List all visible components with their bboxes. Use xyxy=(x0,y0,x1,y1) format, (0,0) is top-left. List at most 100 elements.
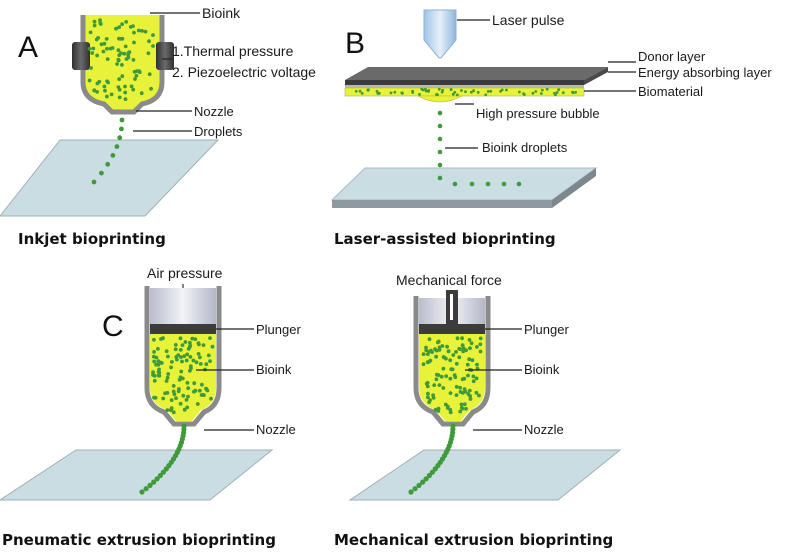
cell-dot xyxy=(149,86,154,91)
laser-panel: B Laser pulse Donor layer Energy absorbi… xyxy=(330,9,772,248)
droplet-dot xyxy=(469,181,475,187)
panel-label-c: C xyxy=(102,310,124,343)
pneumatic-barrel xyxy=(150,288,216,324)
droplet-dot xyxy=(99,170,104,176)
droplet-dot xyxy=(117,135,123,141)
cell-dot xyxy=(427,349,431,354)
cell-dot xyxy=(120,22,124,27)
cell-dot xyxy=(435,93,438,96)
label-thermal-pressure: 1.Thermal pressure xyxy=(172,43,294,59)
cell-dot xyxy=(189,366,193,370)
cell-dot xyxy=(164,349,169,354)
cell-dot xyxy=(131,87,136,92)
cell-dot xyxy=(177,377,182,382)
laser-droplets xyxy=(437,110,522,187)
cell-dot xyxy=(152,359,157,364)
cell-dot xyxy=(178,336,183,341)
cell-dot xyxy=(486,90,490,93)
cell-dot xyxy=(119,51,123,56)
label-mech-bioink: Bioink xyxy=(524,362,560,377)
cell-dot xyxy=(156,347,160,351)
inkjet-cartridge xyxy=(72,15,174,115)
label-air-pressure: Air pressure xyxy=(147,265,223,281)
cell-dot xyxy=(92,23,97,28)
label-pneu-bioink: Bioink xyxy=(256,362,292,377)
panel-label-a: A xyxy=(18,31,38,64)
cell-dot xyxy=(95,81,100,86)
cell-dot xyxy=(98,18,102,22)
pneumatic-panel: Air pressure Plunger Bioink Nozzle Pneum… xyxy=(0,265,301,549)
cell-dot xyxy=(179,369,184,374)
cell-dot xyxy=(101,49,106,54)
cell-dot xyxy=(198,362,203,366)
cell-dot xyxy=(186,386,191,391)
cell-dot xyxy=(180,359,184,364)
cell-dot xyxy=(441,386,446,390)
cell-dot xyxy=(151,33,155,37)
inkjet-panel: A Bioink 1.Thermal pressure 2. Piezoelec… xyxy=(0,5,316,248)
cell-dot xyxy=(147,39,151,44)
cell-dot xyxy=(489,89,493,93)
cell-dot xyxy=(467,357,472,362)
cell-dot xyxy=(92,19,97,24)
cell-dot xyxy=(460,391,465,395)
cell-dot xyxy=(455,93,459,97)
cell-dot xyxy=(484,93,488,97)
cell-dot xyxy=(190,336,195,341)
cell-dot xyxy=(466,392,471,396)
cell-dot xyxy=(421,352,426,357)
biomaterial-cells xyxy=(354,87,577,97)
cell-dot xyxy=(539,92,543,95)
cell-dot xyxy=(418,93,421,96)
strand-dot xyxy=(408,489,414,495)
cell-dot xyxy=(114,26,118,31)
right-actuator xyxy=(156,42,174,70)
cell-dot xyxy=(191,358,196,363)
strand-dot xyxy=(154,476,160,482)
cell-dot xyxy=(188,340,192,345)
cell-dot xyxy=(158,360,163,365)
cell-dot xyxy=(102,41,107,46)
cell-dot xyxy=(458,409,463,414)
cell-dot xyxy=(184,398,189,402)
cell-dot xyxy=(426,391,430,396)
strand-dot xyxy=(157,472,163,479)
cell-dot xyxy=(185,352,190,357)
label-inkjet-droplets: Droplets xyxy=(194,124,243,139)
droplet-dot xyxy=(437,149,443,155)
cell-dot xyxy=(209,396,213,401)
cell-dot xyxy=(358,89,362,93)
cell-dot xyxy=(169,406,174,410)
cell-dot xyxy=(140,29,144,33)
cell-dot xyxy=(102,84,107,89)
cell-dot xyxy=(174,355,179,359)
cell-dot xyxy=(123,90,128,95)
cell-dot xyxy=(477,393,481,398)
cell-dot xyxy=(171,410,176,415)
cell-dot xyxy=(377,91,381,95)
cell-dot xyxy=(104,37,109,41)
cell-dot xyxy=(116,48,121,53)
cell-dot xyxy=(154,355,159,360)
cell-dot xyxy=(151,44,155,48)
cell-dot xyxy=(173,347,178,352)
strand-dot xyxy=(429,469,435,475)
cell-dot xyxy=(208,336,212,340)
cell-dot xyxy=(139,91,144,96)
cell-dot xyxy=(554,93,557,97)
cell-dot xyxy=(441,88,445,92)
cell-dot xyxy=(151,370,155,375)
cell-dot xyxy=(197,388,202,393)
cell-dot xyxy=(437,383,442,387)
cell-dot xyxy=(468,397,473,401)
cell-dot xyxy=(206,353,211,358)
cell-dot xyxy=(454,350,458,354)
cell-dot xyxy=(448,391,453,395)
cell-dot xyxy=(171,389,176,394)
cell-dot xyxy=(442,355,447,360)
cell-dot xyxy=(152,373,157,378)
cell-dot xyxy=(523,93,526,96)
label-energy-layer: Energy absorbing layer xyxy=(638,65,772,80)
cell-dot xyxy=(439,374,444,379)
